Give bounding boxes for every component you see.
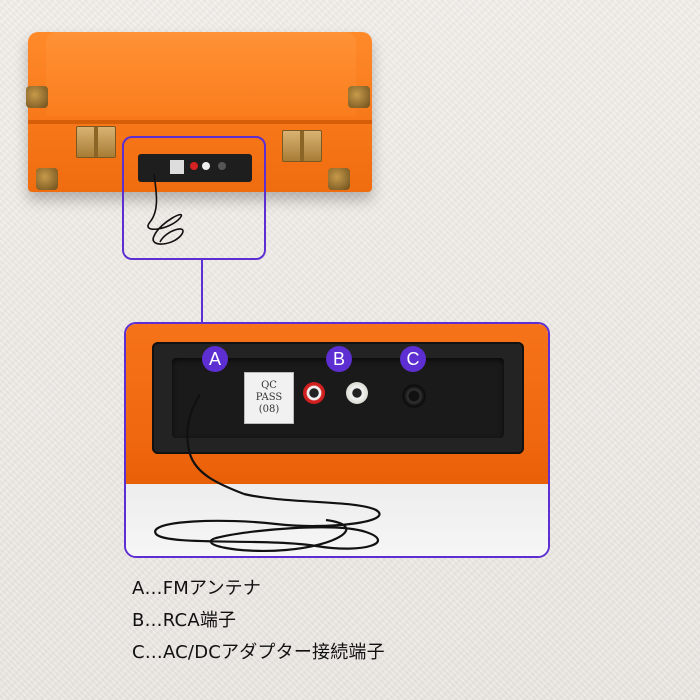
zoom-connector-line	[201, 260, 203, 322]
qc-label-line3: (08)	[258, 404, 280, 415]
antenna-wire	[154, 393, 381, 553]
antenna-wire-small	[147, 173, 184, 245]
qc-label-line1: QC	[261, 380, 277, 391]
caption-c: C…AC/DCアダプター接続端子	[132, 642, 385, 663]
caption-a: A…FMアンテナ	[132, 578, 262, 599]
suitcase-seam	[28, 120, 372, 124]
rear-panel-small	[138, 154, 252, 182]
highlight-box-small	[122, 136, 266, 260]
qc-label-line2: PASS	[255, 392, 283, 403]
badge-a: A	[202, 346, 228, 372]
qc-sticker-small	[170, 160, 184, 174]
corner-guard-top-right	[348, 86, 370, 108]
suitcase-lid	[46, 32, 356, 116]
rca-white-small	[202, 162, 210, 170]
corner-guard-bottom-left	[36, 168, 58, 190]
qc-pass-sticker: QC PASS (08)	[244, 372, 294, 424]
badge-c: C	[400, 346, 426, 372]
hinge-left	[76, 126, 116, 158]
badge-b: B	[326, 346, 352, 372]
zoom-table-surface	[126, 484, 548, 556]
rca-red-small	[190, 162, 198, 170]
rca-jack-white	[346, 382, 368, 404]
corner-guard-bottom-right	[328, 168, 350, 190]
dc-power-jack	[402, 384, 426, 408]
dc-jack-small	[218, 162, 226, 170]
corner-guard-top-left	[26, 86, 48, 108]
hinge-right	[282, 130, 322, 162]
rca-jack-red	[303, 382, 325, 404]
caption-b: B…RCA端子	[132, 610, 237, 631]
zoomed-rear-panel: QC PASS (08) A B C	[124, 322, 550, 558]
